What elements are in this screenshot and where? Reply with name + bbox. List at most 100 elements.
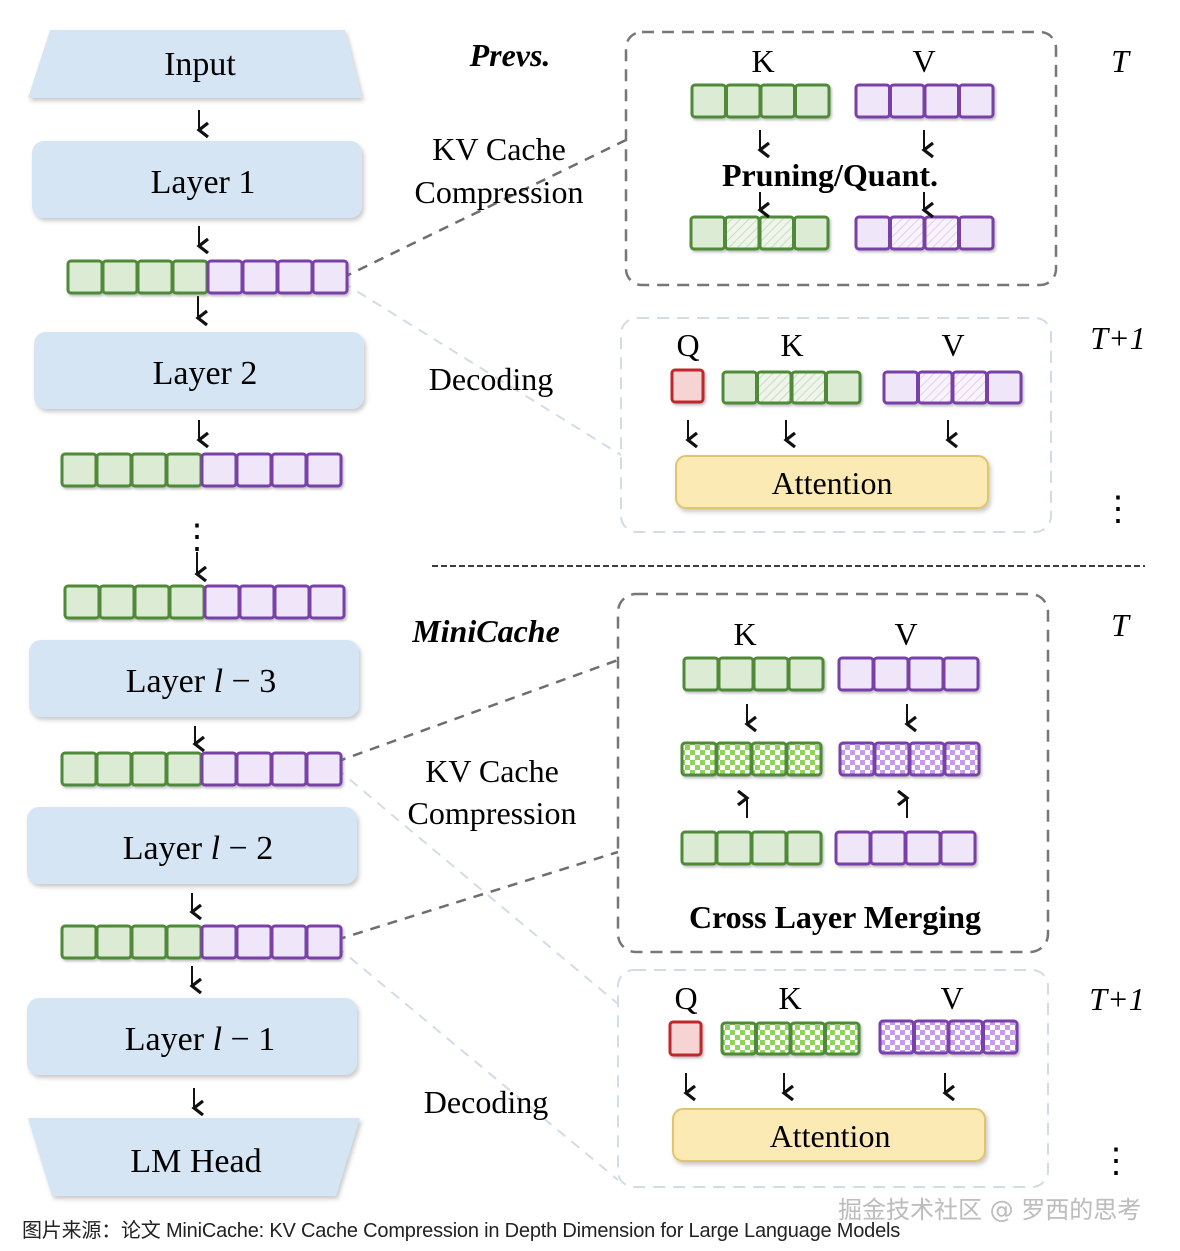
- prev-compressed-v-cell: [854, 215, 891, 251]
- minicache-section-title: MiniCache: [411, 613, 560, 649]
- prev-attention-label: Attention: [772, 465, 893, 501]
- kv-row-3-v-cell: [238, 584, 276, 620]
- kv-row-1-k-cell: [171, 259, 209, 295]
- prev-decode-v-label: V: [941, 327, 964, 363]
- minicache-decode-v-cell: [913, 1019, 950, 1055]
- prev-orig-k-cell: [794, 83, 831, 119]
- kv-row-1-k-cell: [66, 259, 104, 295]
- prev-compress-v-label: V: [912, 43, 935, 79]
- connector-lines: [335, 138, 627, 1181]
- connector-to-minicache-decode-bottom: [335, 945, 619, 1181]
- minicache-layer-a-k-cell: [752, 656, 790, 692]
- prev-decode-v-cell: [951, 370, 988, 405]
- minicache-time-t: T: [1111, 607, 1131, 643]
- minicache-decode-k-cell: [789, 1021, 826, 1056]
- prev-compress-k-label: K: [751, 43, 774, 79]
- kv-row-2-k-cell: [130, 452, 168, 488]
- kv-row-5-v-cell: [270, 924, 308, 960]
- prev-section-title: Prevs.: [469, 37, 551, 73]
- layer-l-2-block: [27, 807, 357, 884]
- prev-method-label: Pruning/Quant.: [722, 157, 938, 193]
- connector-to-prev-decode: [341, 281, 622, 456]
- kv-row-5-k-cell: [95, 924, 133, 960]
- kv-row-5-v-cell: [305, 924, 343, 960]
- kv-row-1-v-cell: [206, 259, 244, 295]
- minicache-layer-b-k-cell: [715, 830, 753, 866]
- connector-to-minicache-decode-top: [335, 767, 619, 1005]
- prev-decode-q-label: Q: [676, 327, 699, 363]
- kv-row-2-k-cell: [165, 452, 203, 488]
- layer-pipeline: Input Layer 1 Layer 2 ⋮ Layer l − 3 Laye…: [27, 30, 364, 1196]
- kv-row-3-v-cell: [308, 584, 346, 620]
- prev-decode-k-cell: [756, 370, 793, 405]
- kv-row-3-k-cell: [98, 584, 136, 620]
- kv-row-4-v-cell: [270, 751, 308, 787]
- prev-compressed-v-cell: [958, 215, 995, 251]
- prev-orig-v-cell: [958, 83, 995, 119]
- minicache-decode-q-label: Q: [674, 980, 697, 1016]
- kv-row-3-k-cell: [168, 584, 206, 620]
- prev-decoding-label: Decoding: [429, 361, 553, 397]
- prev-compressed-v-cell: [923, 215, 960, 251]
- layer-l-3-block: [29, 640, 359, 717]
- minicache-decode-v-label: V: [940, 980, 963, 1016]
- prev-orig-k-cell: [759, 83, 796, 119]
- kv-row-3-k-cell: [133, 584, 171, 620]
- input-block: [28, 30, 362, 98]
- kv-row-4-k-cell: [60, 751, 98, 787]
- kv-row-2-k-cell: [95, 452, 133, 488]
- prev-time-t: T: [1111, 43, 1131, 79]
- kv-row-1-k-cell: [136, 259, 174, 295]
- kv-row-2-v-cell: [270, 452, 308, 488]
- kv-row-1-k-cell: [101, 259, 139, 295]
- prev-decode-box: [620, 317, 1052, 533]
- minicache-merge-k-label: K: [733, 616, 756, 652]
- minicache-merge-v-label: V: [894, 616, 917, 652]
- minicache-layer-a-v-cell: [942, 656, 980, 692]
- kv-row-1-v-cell: [241, 259, 279, 295]
- minicache-decode-v-cell: [982, 1019, 1019, 1055]
- minicache-layer-a-v-cell: [837, 656, 875, 692]
- connector-to-merge-box-top: [335, 658, 619, 764]
- minicache-merged-k-cell: [785, 741, 823, 777]
- minicache-merged-v-cell: [873, 741, 911, 777]
- prev-compressed-k-cell: [689, 215, 726, 251]
- minicache-layer-b-v-cell: [834, 830, 872, 866]
- minicache-decode-v-cell: [947, 1019, 984, 1055]
- kv-row-4-k-cell: [130, 751, 168, 787]
- prev-decode-v-cell: [986, 370, 1023, 405]
- connector-to-merge-box-bottom: [335, 850, 619, 942]
- layer-1-block: [32, 141, 362, 218]
- minicache-decode-k-cell: [720, 1021, 757, 1056]
- kv-row-2-v-cell: [305, 452, 343, 488]
- layer-1-label: Layer 1: [151, 164, 256, 201]
- minicache-section: MiniCache KV Cache Compression Decoding …: [408, 592, 1145, 1188]
- minicache-decoding-label: Decoding: [424, 1084, 548, 1120]
- minicache-decode-k-cell: [824, 1021, 861, 1056]
- kv-row-3-v-cell: [273, 584, 311, 620]
- prev-time-t-plus-1: T+1: [1090, 320, 1145, 356]
- vertical-ellipsis: ⋮: [180, 519, 214, 556]
- kv-row-5-v-cell: [200, 924, 238, 960]
- minicache-method-label: Cross Layer Merging: [689, 899, 981, 935]
- prev-decode-v-cell: [917, 370, 954, 405]
- minicache-attention-label: Attention: [770, 1118, 891, 1154]
- kv-row-4-v-cell: [235, 751, 273, 787]
- prev-compress-box: [624, 30, 1058, 287]
- minicache-merged-v-cell: [838, 741, 876, 777]
- prev-compressed-k-cell: [758, 215, 795, 251]
- kv-row-1-v-cell: [276, 259, 314, 295]
- kv-row-2-k-cell: [60, 452, 98, 488]
- prev-orig-k-cell: [690, 83, 727, 119]
- lm-head-label: LM Head: [130, 1143, 261, 1180]
- minicache-layer-a-k-cell: [787, 656, 825, 692]
- layer-l-3-label: Layer l − 3: [126, 663, 276, 700]
- prev-decode-k-cell: [790, 370, 827, 405]
- minicache-compression-label-line1: KV Cache: [425, 753, 559, 789]
- prev-decode-k-label: K: [780, 327, 803, 363]
- watermark: 掘金技术社区 @ 罗西的思考: [838, 1196, 1142, 1224]
- minicache-layer-b-v-cell: [939, 830, 977, 866]
- minicache-time-t-plus-1: T+1: [1089, 981, 1144, 1017]
- kv-row-5-v-cell: [235, 924, 273, 960]
